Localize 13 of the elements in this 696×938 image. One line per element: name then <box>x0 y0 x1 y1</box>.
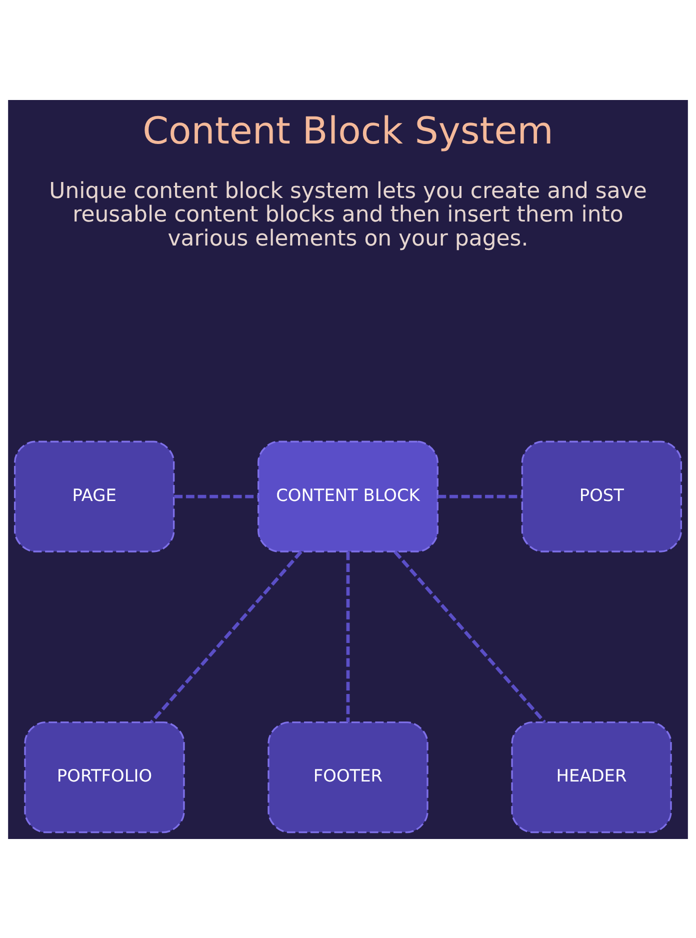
connector <box>346 551 350 722</box>
diagram-title: Content Block System <box>142 108 554 152</box>
connector <box>438 494 522 498</box>
connector <box>150 550 302 723</box>
connector <box>174 494 258 498</box>
connector <box>394 550 546 723</box>
node-box: CONTENT BLOCK <box>258 440 438 552</box>
node-box: POST <box>521 440 682 552</box>
node-box: HEADER <box>511 720 672 833</box>
node-box: PORTFOLIO <box>24 720 185 833</box>
label: Unique content block system lets you create and save reusable content blocks and then insert them into various elements on your pages. <box>49 178 647 251</box>
node-box: PAGE <box>14 440 175 552</box>
node-box: FOOTER <box>268 720 428 833</box>
